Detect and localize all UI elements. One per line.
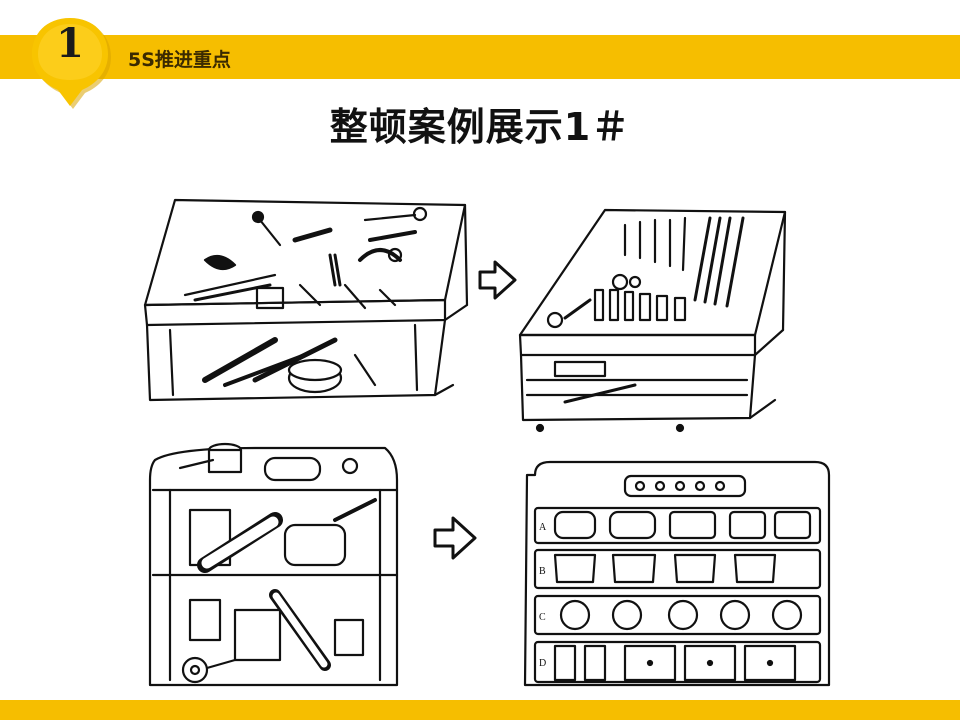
seiton-example-illustration: A B C D: [143, 198, 831, 687]
messy-bench-sketch: [143, 198, 469, 402]
organized-bench-sketch: [518, 208, 787, 433]
section-number: 1: [56, 20, 84, 67]
messy-shelf-sketch: [148, 442, 399, 687]
section-number-badge: [32, 18, 111, 109]
shelf-label-b: B: [539, 566, 546, 577]
organized-shelf-sketch: A B C D: [523, 460, 831, 687]
shelf-label-d: D: [539, 658, 546, 669]
arrow-right-icon: [478, 260, 517, 300]
header-band: [0, 35, 960, 79]
shelf-label-a: A: [539, 522, 547, 533]
slide-title: 整顿案例展示1＃: [329, 105, 631, 149]
section-title: 5S推进重点: [128, 49, 231, 71]
footer-band: [0, 700, 960, 720]
shelf-label-c: C: [539, 612, 546, 623]
arrow-right-icon: [433, 516, 477, 560]
